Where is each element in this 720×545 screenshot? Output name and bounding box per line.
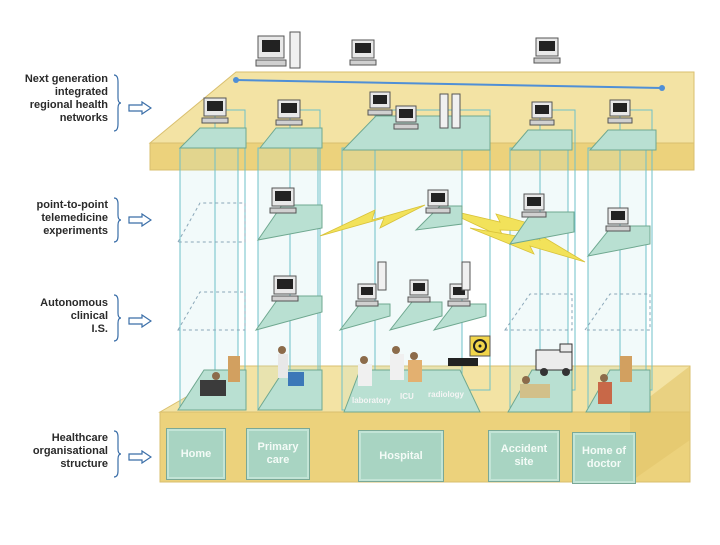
- hospital-unit-icu: ICU: [400, 392, 414, 401]
- hospital-unit-radiology: radiology: [428, 390, 465, 399]
- platforms-middle: [256, 204, 651, 257]
- ambulance-icon: [535, 343, 573, 376]
- label-line: structure: [60, 458, 108, 470]
- org-label: Home: [180, 447, 212, 460]
- network-line: [233, 77, 665, 91]
- patient-figure-icon: [200, 346, 632, 404]
- org-box-home: Home: [166, 428, 226, 480]
- brace-icon: [113, 74, 122, 132]
- org-box-accident-site: Accident site: [488, 430, 560, 482]
- label-line: integrated: [54, 86, 108, 98]
- layer-label-networks: Next generation integrated regional heal…: [8, 73, 108, 125]
- org-label: Home of: [582, 445, 626, 457]
- radiation-symbol-icon: [469, 335, 491, 357]
- label-line: clinical: [70, 310, 108, 322]
- org-box-home-of-doctor: Home of doctor: [572, 432, 636, 484]
- arrow-right-icon: [128, 213, 152, 227]
- brace-icon: [113, 430, 122, 478]
- arrow-right-icon: [128, 314, 152, 328]
- label-line: networks: [59, 112, 108, 124]
- server-tower-icon: [289, 31, 471, 291]
- org-label: doctor: [586, 458, 622, 470]
- dashed-outlines: [177, 202, 651, 331]
- label-line: Autonomous: [40, 297, 108, 309]
- org-label: Primary: [257, 441, 299, 453]
- org-box-hospital: Hospital: [358, 430, 444, 482]
- label-line: experiments: [43, 225, 108, 237]
- layer-label-telemedicine: point-to-point telemedicine experiments: [8, 199, 108, 238]
- arrow-right-icon: [128, 450, 152, 464]
- label-line: I.S.: [91, 323, 108, 335]
- label-line: organisational: [32, 445, 108, 457]
- label-line: Healthcare: [51, 432, 108, 444]
- label-line: telemedicine: [41, 212, 108, 224]
- label-line: point-to-point: [36, 199, 108, 211]
- brace-icon: [113, 197, 122, 243]
- platforms-ground: [177, 369, 651, 413]
- brace-icon: [113, 294, 122, 342]
- hospital-unit-laboratory: laboratory: [352, 396, 392, 405]
- layer-label-clinical-is: Autonomous clinical I.S.: [8, 297, 108, 336]
- label-line: Next generation: [24, 73, 108, 85]
- arrow-right-icon: [128, 101, 152, 115]
- org-label: site: [514, 456, 534, 468]
- org-label: Hospital: [379, 449, 423, 462]
- platforms-lower: [254, 295, 487, 331]
- org-label: care: [266, 454, 290, 466]
- computer-workstation-icon: [201, 35, 633, 307]
- label-line: regional health: [29, 99, 108, 111]
- org-box-primary-care: Primary care: [246, 428, 310, 480]
- org-label: Accident: [500, 443, 548, 455]
- layer-label-organisation: Healthcare organisational structure: [8, 432, 108, 471]
